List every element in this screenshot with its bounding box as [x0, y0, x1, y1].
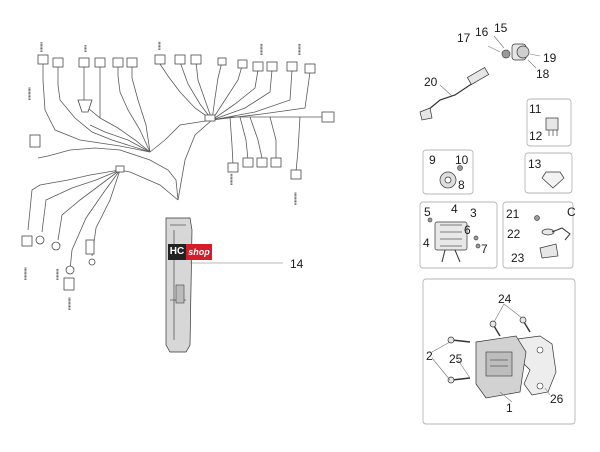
callout-24: 24	[498, 292, 512, 306]
callout-18: 18	[536, 67, 550, 81]
harness-main-body	[165, 217, 193, 353]
svg-text:▮▮▮▮▮▮▮▮: ▮▮▮▮▮▮▮▮	[230, 173, 233, 185]
svg-text:▮▮▮▮▮▮▮▮▮: ▮▮▮▮▮▮▮▮▮	[24, 267, 27, 280]
callout-23: 23	[511, 251, 525, 265]
svg-text:▮▮▮▮▮: ▮▮▮▮▮	[84, 44, 87, 52]
callout-7: 7	[481, 242, 488, 256]
horn-part	[439, 165, 463, 189]
callout-25: 25	[449, 352, 463, 366]
svg-text:▮▮▮▮▮▮▮▮▮: ▮▮▮▮▮▮▮▮▮	[294, 192, 297, 205]
callout-16: 16	[475, 25, 489, 39]
side-stand-switch-part	[534, 215, 571, 259]
callout-10: 10	[455, 153, 469, 167]
callout-4-left: 4	[423, 236, 430, 250]
callout-8: 8	[458, 178, 465, 192]
svg-text:▮▮▮▮▮▮▮: ▮▮▮▮▮▮▮	[40, 41, 43, 52]
svg-text:▮▮▮▮▮▮: ▮▮▮▮▮▮	[158, 41, 161, 50]
callout-21: 21	[506, 207, 520, 221]
callout-11: 11	[529, 102, 542, 116]
callout-5: 5	[424, 205, 431, 219]
clip-part	[541, 171, 565, 189]
callout-19: 19	[543, 51, 557, 65]
callout-3: 3	[470, 206, 477, 220]
hcshop-watermark-logo: HC shop	[168, 244, 212, 260]
watermark-shop: shop	[186, 244, 212, 260]
callout-22: 22	[507, 227, 521, 241]
callout-26: 26	[550, 392, 564, 406]
callout-4-top: 4	[451, 202, 458, 216]
callout-C: C	[567, 205, 576, 219]
callout-2: 2	[426, 349, 433, 363]
ecu-bracket-part	[431, 303, 557, 403]
sensor-assembly	[419, 35, 541, 121]
callout-15: 15	[494, 21, 508, 35]
callout-9: 9	[429, 153, 436, 167]
svg-text:▮▮▮▮▮▮▮▮▮: ▮▮▮▮▮▮▮▮▮	[68, 297, 71, 310]
callout-12: 12	[529, 129, 543, 143]
wiring-harness: ▮▮▮▮▮▮▮▮▮ ▮▮▮▮▮▮▮ ▮▮▮▮▮ ▮▮▮▮▮▮ ▮▮▮▮▮▮▮▮ …	[21, 41, 335, 353]
svg-text:▮▮▮▮▮▮▮▮: ▮▮▮▮▮▮▮▮	[56, 268, 59, 280]
regulator-part	[427, 217, 481, 263]
callout-labels: 14 15 16 17 18 19 20 11 12 9 10 8 13 5 4…	[290, 21, 576, 415]
relay-part	[545, 117, 559, 136]
callout-13: 13	[528, 157, 542, 171]
svg-text:▮▮▮▮▮▮▮▮▮: ▮▮▮▮▮▮▮▮▮	[28, 87, 31, 100]
callout-1: 1	[506, 401, 513, 415]
callout-6: 6	[464, 223, 471, 237]
watermark-hc: HC	[168, 244, 186, 260]
callout-14: 14	[290, 257, 304, 271]
svg-text:▮▮▮▮▮▮▮▮: ▮▮▮▮▮▮▮▮	[260, 43, 263, 55]
svg-text:▮▮▮▮▮▮▮▮: ▮▮▮▮▮▮▮▮	[298, 43, 301, 55]
callout-20: 20	[424, 75, 438, 89]
callout-17: 17	[457, 31, 471, 45]
